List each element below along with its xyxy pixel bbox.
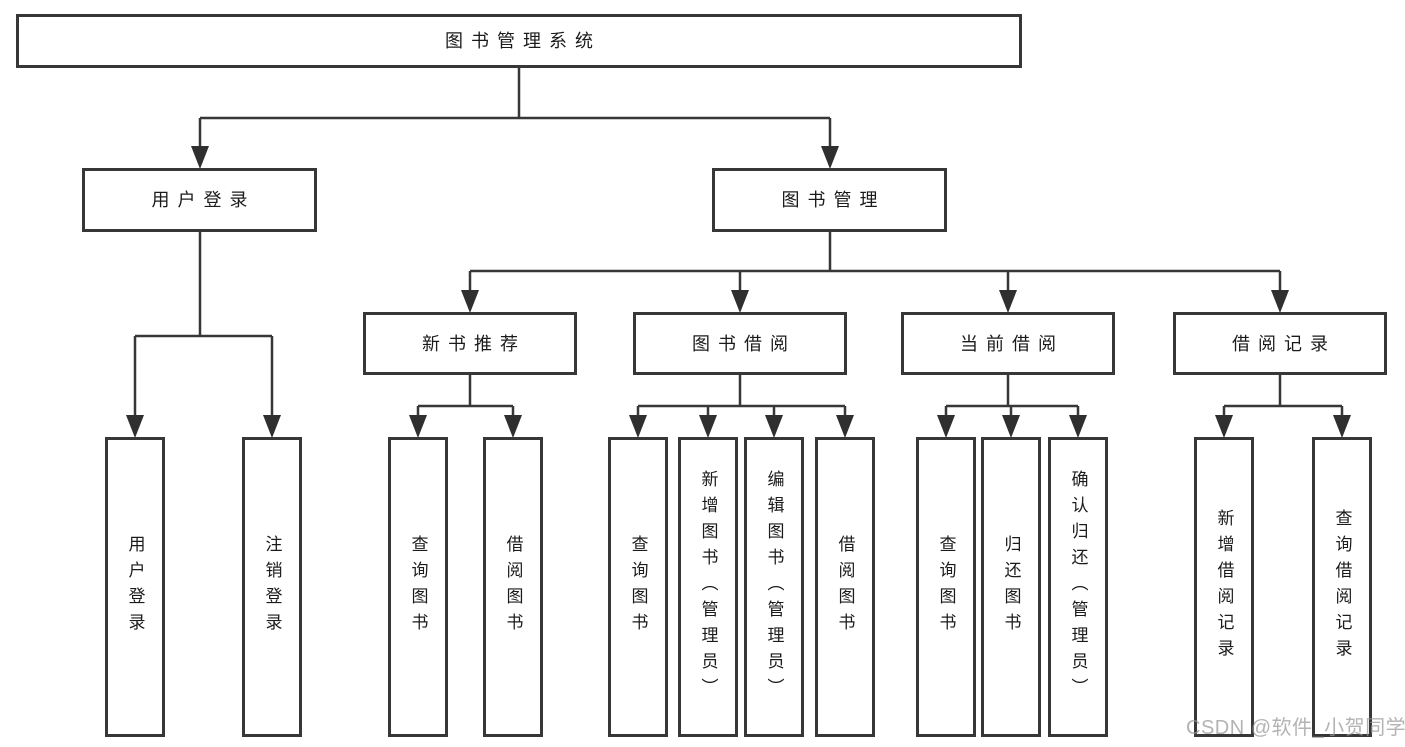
leaf-add-borrow-record: 新增借阅记录 bbox=[1194, 437, 1254, 737]
leaf-query-books-recommend: 查询图书 bbox=[388, 437, 448, 737]
node-root-library-system: 图书管理系统 bbox=[16, 14, 1022, 68]
node-current-borrow: 当前借阅 bbox=[901, 312, 1115, 375]
leaf-borrow-books: 借阅图书 bbox=[815, 437, 875, 737]
node-user-login: 用户登录 bbox=[82, 168, 317, 232]
node-book-management: 图书管理 bbox=[712, 168, 947, 232]
leaf-borrow-books-recommend: 借阅图书 bbox=[483, 437, 543, 737]
node-book-borrow: 图书借阅 bbox=[633, 312, 847, 375]
leaf-query-books-current: 查询图书 bbox=[916, 437, 976, 737]
leaf-edit-book-admin: 编辑图书（管理员） bbox=[744, 437, 804, 737]
leaf-return-book: 归还图书 bbox=[981, 437, 1041, 737]
leaf-query-books-borrow: 查询图书 bbox=[608, 437, 668, 737]
node-borrow-records: 借阅记录 bbox=[1173, 312, 1387, 375]
leaf-confirm-return-admin: 确认归还（管理员） bbox=[1048, 437, 1108, 737]
leaf-query-borrow-record: 查询借阅记录 bbox=[1312, 437, 1372, 737]
leaf-add-book-admin: 新增图书（管理员） bbox=[678, 437, 738, 737]
leaf-user-login: 用户登录 bbox=[105, 437, 165, 737]
node-new-book-recommend: 新书推荐 bbox=[363, 312, 577, 375]
watermark-text: CSDN @软件_小贺同学 bbox=[1186, 717, 1405, 739]
leaf-logout: 注销登录 bbox=[242, 437, 302, 737]
